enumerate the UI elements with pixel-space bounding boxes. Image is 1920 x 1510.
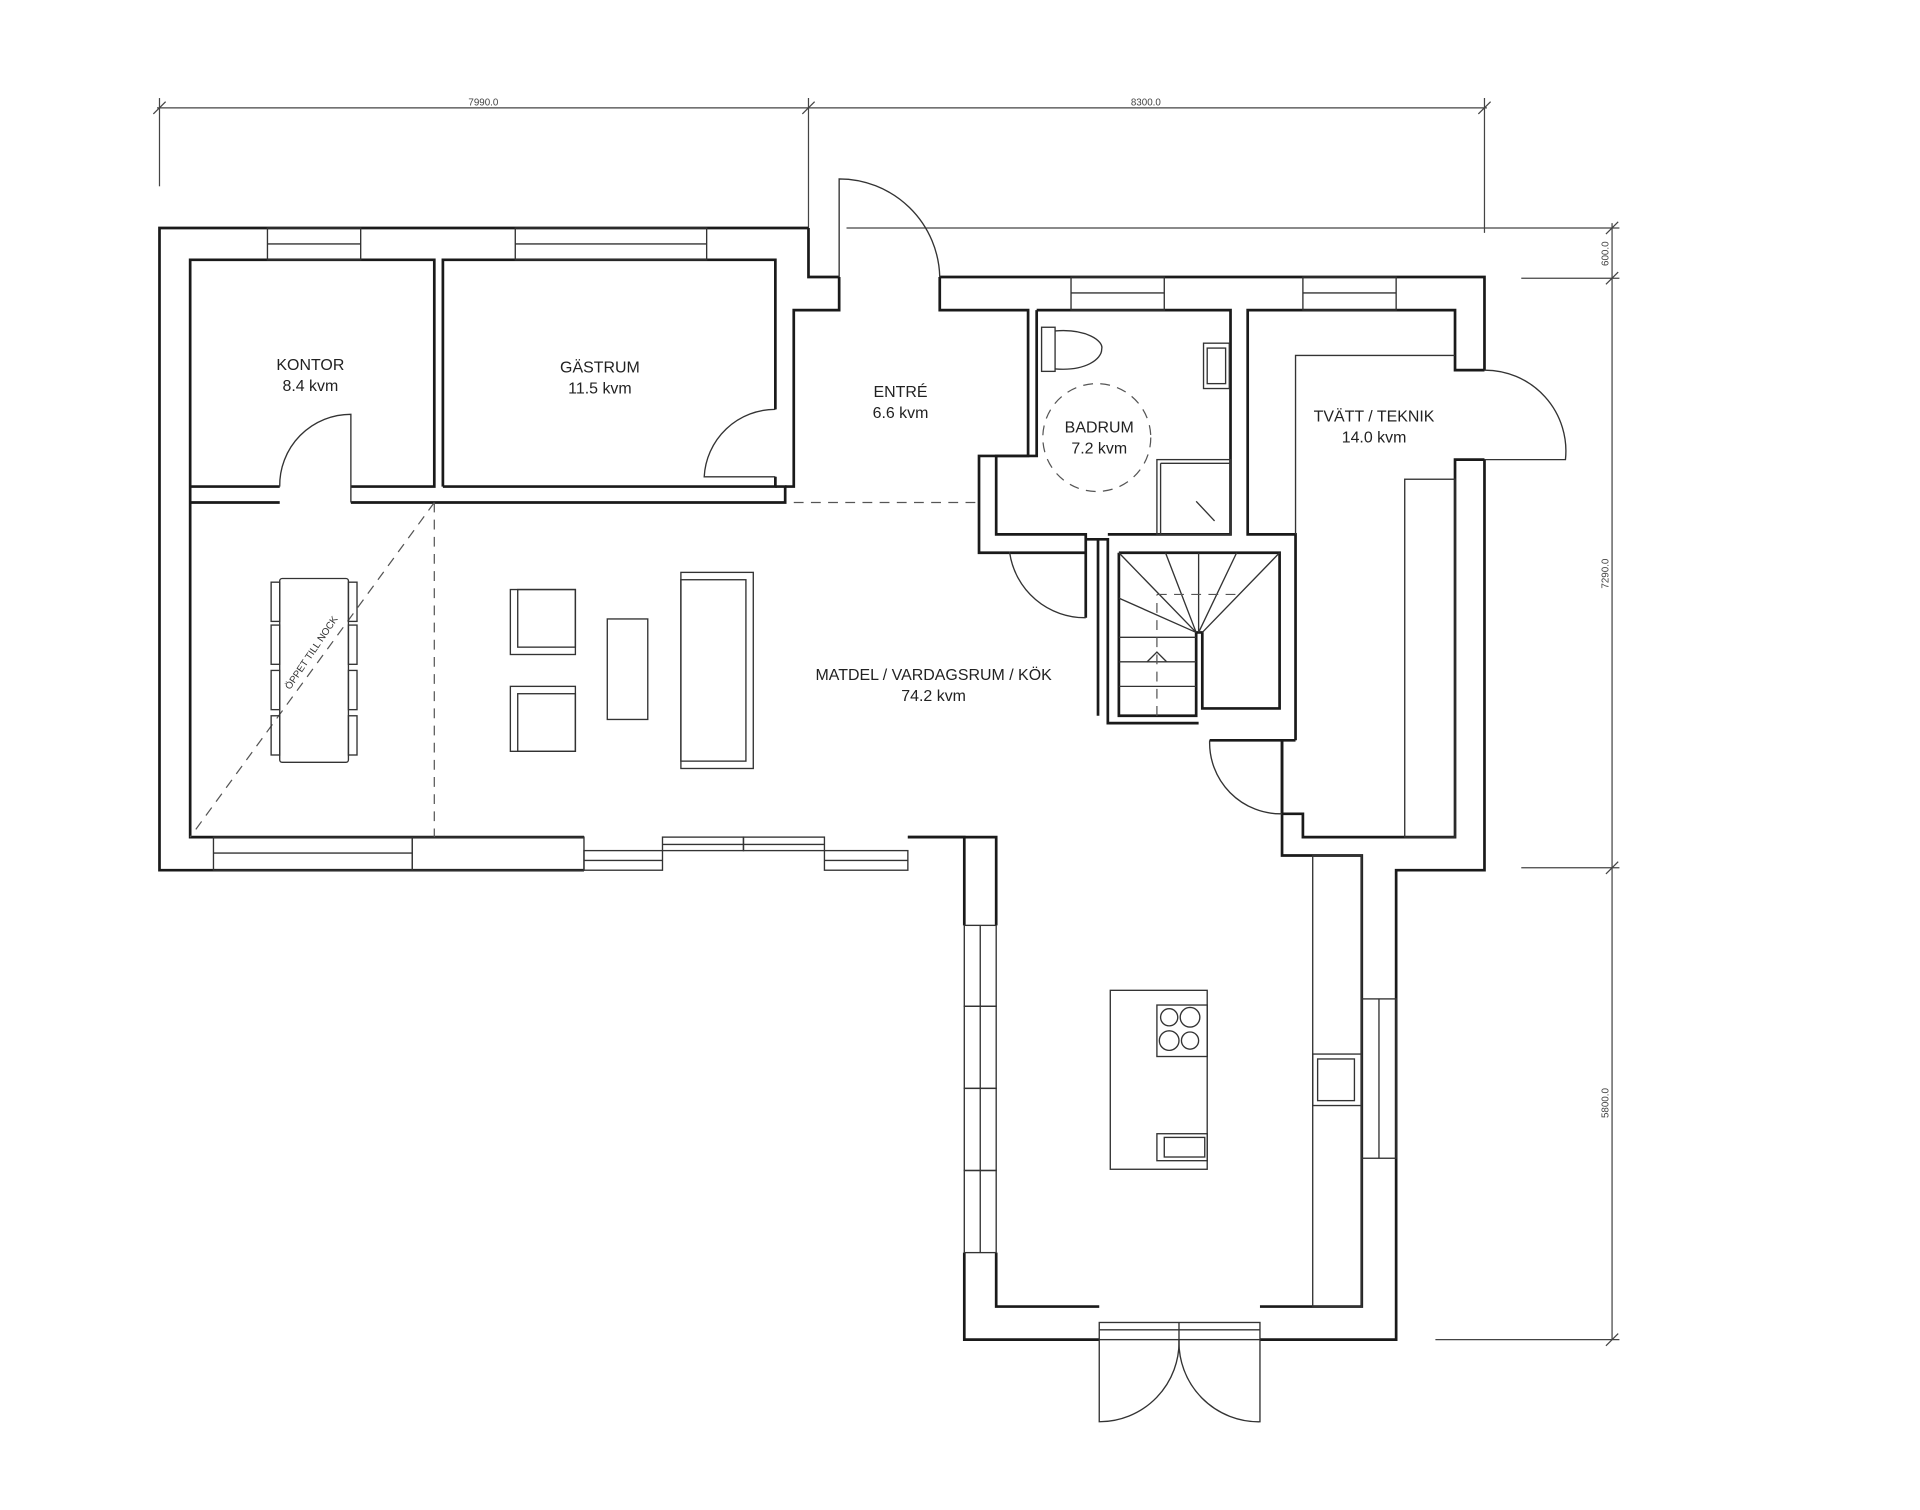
room-matdel-area: 74.2 kvm [901,688,966,705]
room-gastrum-name: GÄSTRUM [560,359,640,377]
patio-door-left [1098,1339,1180,1423]
room-labels: KONTOR 8.4 kvm GÄSTRUM 11.5 kvm ENTRÉ 6.… [276,357,1434,705]
room-entre-area: 6.6 kvm [873,405,929,422]
coffee-table [606,618,649,721]
windows [212,227,1397,1341]
room-gastrum-area: 11.5 kvm [568,380,632,397]
toilet-bowl [1055,329,1103,370]
staircase [1118,552,1281,716]
open-to-ridge-label: ÖPPET TILL NOCK [283,614,340,692]
dimension-top-left: 7990.0 [468,97,499,108]
laundry-counter [1404,478,1456,838]
badrum-door [1009,552,1086,619]
kitchen-island [1109,989,1208,1170]
armchair [509,685,577,752]
turning-circle [1042,383,1152,493]
sofa [680,571,754,770]
room-tvatt-area: 14.0 kvm [1342,429,1407,446]
toilet-tank [1040,326,1056,373]
kitchen-sink [1312,1053,1363,1107]
room-badrum-area: 7.2 kvm [1071,440,1127,457]
room-entre-name: ENTRÉ [873,382,927,401]
tvatt-door [1484,369,1567,461]
stair-door [1208,740,1283,815]
exterior-walls [158,226,1486,1341]
bath-sink [1202,342,1230,390]
dining-table [279,577,350,764]
shower [1156,458,1232,536]
furniture [270,354,1456,1308]
patio-door-right [1178,1339,1261,1423]
interior-walls [188,258,1281,725]
dimension-lines: 7990.0 8300.0 600.0 7290.0 5800.0 [152,97,1620,1347]
entry-door [838,178,941,278]
dimension-right-top: 600.0 [1600,241,1611,266]
room-kontor-area: 8.4 kvm [282,378,338,395]
stair-direction-arrow [1146,651,1168,663]
dimension-top-right: 8300.0 [1131,97,1162,108]
armchair [509,588,577,656]
room-tvatt-name: TVÄTT / TEKNIK [1314,408,1435,426]
room-matdel-name: MATDEL / VARDAGSRUM / KÖK [815,666,1052,684]
dimension-right-middle: 7290.0 [1600,558,1611,589]
doors [279,178,1567,1423]
gastrum-door [703,408,776,478]
cooktop [1156,1004,1208,1058]
kontor-door [279,413,352,503]
dimension-right-bottom: 5800.0 [1600,1088,1611,1119]
bathroom-fixtures [1040,326,1232,536]
room-kontor-name: KONTOR [276,357,344,374]
island-sink [1156,1133,1208,1162]
room-badrum-name: BADRUM [1065,420,1134,437]
